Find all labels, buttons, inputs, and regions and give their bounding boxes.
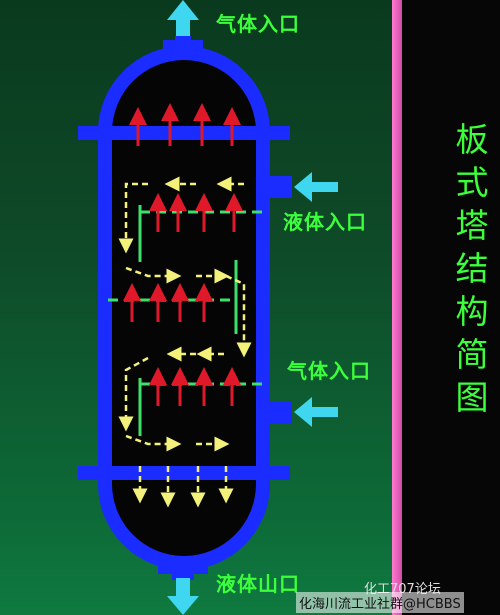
gas-inlet-label: 气体入口 [287, 359, 371, 383]
diagram-title: 板式塔结构简图 [455, 120, 489, 417]
top-flange [78, 126, 290, 140]
liquid-inlet-label: 液体入口 [283, 210, 367, 234]
bottom-outlet-arrow [167, 578, 199, 615]
watermark-community: 化海川流工业社群@HCBBS [296, 592, 464, 613]
gas-inlet-arrow [294, 397, 338, 427]
bottom-flange [78, 466, 290, 480]
gas-flow-arrows [123, 103, 243, 406]
liquid-outlet-flow [132, 466, 234, 508]
liquid-flow-arrows [118, 176, 252, 452]
liquid-inlet-arrow [294, 172, 338, 202]
downcomer-weirs [138, 205, 238, 436]
gas-outlet-label: 气体入口 [216, 12, 300, 36]
title-panel-border [392, 0, 402, 615]
liquid-inlet-nozzle [268, 176, 292, 198]
gas-inlet-nozzle [268, 402, 292, 424]
title-panel [392, 0, 500, 615]
liquid-outlet-label: 液体山口 [216, 572, 300, 596]
